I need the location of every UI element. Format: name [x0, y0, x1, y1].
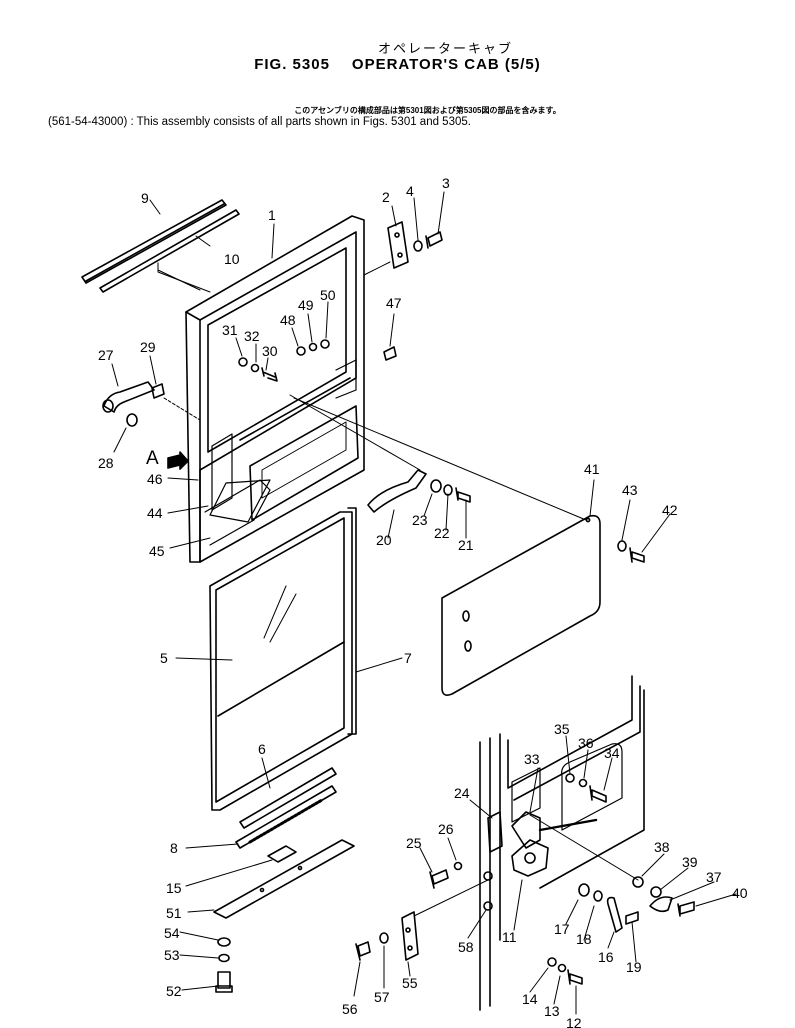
- callout-5: 5: [160, 650, 168, 666]
- callout-52: 52: [166, 983, 182, 999]
- callout-35: 35: [554, 721, 570, 737]
- callout-34: 34: [604, 745, 620, 761]
- weatherstrip-part-10: [99, 209, 240, 293]
- plate-part-55: [401, 911, 419, 961]
- rail-part-8: [235, 785, 337, 849]
- callout-labels: 9 10 1 2 4 3 27 29 28 31 32 30 48 49 50 …: [98, 175, 748, 1028]
- callout-6: 6: [258, 741, 266, 757]
- japanese-title: オペレーターキャブ: [377, 41, 513, 56]
- callout-55: 55: [402, 975, 418, 991]
- figure-title: FIG. 5305 OPERATOR'S CAB (5/5): [0, 56, 795, 73]
- callout-56: 56: [342, 1001, 358, 1017]
- callout-8: 8: [170, 840, 178, 856]
- callout-53: 53: [164, 947, 180, 963]
- glass-panel-part-41: [441, 514, 601, 696]
- callout-15: 15: [166, 880, 182, 896]
- callout-57: 57: [374, 989, 390, 1005]
- plate-part-51: [213, 839, 355, 919]
- callout-30: 30: [262, 343, 278, 359]
- callout-54: 54: [164, 925, 180, 941]
- callout-46: 46: [147, 471, 163, 487]
- callout-27: 27: [98, 347, 114, 363]
- callout-24: 24: [454, 785, 470, 801]
- callout-37: 37: [706, 869, 722, 885]
- callout-45: 45: [149, 543, 165, 559]
- callout-2: 2: [382, 189, 390, 205]
- callout-20: 20: [376, 532, 392, 548]
- callout-26: 26: [438, 821, 454, 837]
- rail-part-6: [239, 767, 337, 829]
- callout-58: 58: [458, 939, 474, 955]
- washer-part-4: [413, 240, 423, 252]
- callout-3: 3: [442, 175, 450, 191]
- callout-10: 10: [224, 251, 240, 267]
- bolt-part-3: [425, 231, 443, 249]
- callout-33: 33: [524, 751, 540, 767]
- callout-23: 23: [412, 512, 428, 528]
- window-glass-part-5: [209, 511, 353, 811]
- callout-51: 51: [166, 905, 182, 921]
- callout-16: 16: [598, 949, 614, 965]
- callout-29: 29: [140, 339, 156, 355]
- cap-part-28: [126, 413, 138, 427]
- lock-part-11: [511, 839, 549, 877]
- callout-42: 42: [662, 502, 678, 518]
- figure-number: FIG. 5305: [254, 56, 330, 73]
- callout-44: 44: [147, 505, 163, 521]
- callout-a: A: [146, 448, 159, 469]
- callout-47: 47: [386, 295, 402, 311]
- grip-part-20: [367, 469, 427, 513]
- view-a-arrow: [167, 451, 189, 470]
- handle-part-27: [103, 381, 155, 413]
- callout-12: 12: [566, 1015, 582, 1028]
- hinge-bracket-part-2: [387, 221, 409, 269]
- callout-39: 39: [682, 854, 698, 870]
- callout-1: 1: [268, 207, 276, 223]
- callout-9: 9: [141, 190, 149, 206]
- assembly-note: (561-54-43000) : This assembly consists …: [48, 116, 471, 128]
- callout-31: 31: [222, 322, 238, 338]
- callout-50: 50: [320, 287, 336, 303]
- callout-38: 38: [654, 839, 670, 855]
- callout-36: 36: [578, 735, 594, 751]
- plate-part-15: [267, 845, 297, 863]
- japanese-assembly-note: このアセンブリの構成部品は第5301図および第5305図の部品を含みます。: [294, 106, 561, 115]
- callout-32: 32: [244, 328, 260, 344]
- bushing-part-29: [151, 383, 165, 399]
- door-frame-part-1: [185, 215, 365, 563]
- callout-17: 17: [554, 921, 570, 937]
- callout-21: 21: [458, 537, 474, 553]
- callout-11: 11: [502, 929, 517, 945]
- callout-41: 41: [584, 461, 600, 477]
- callout-40: 40: [732, 885, 748, 901]
- callout-49: 49: [298, 297, 314, 313]
- callout-13: 13: [544, 1003, 560, 1019]
- callout-28: 28: [98, 455, 114, 471]
- seal-part-7: [347, 507, 357, 735]
- callout-48: 48: [280, 312, 296, 328]
- figure-name: OPERATOR'S CAB (5/5): [351, 56, 541, 73]
- knob-part-16: [606, 896, 623, 933]
- callout-7: 7: [404, 650, 412, 666]
- weatherstrip-part-9: [81, 199, 227, 284]
- callout-43: 43: [622, 482, 638, 498]
- callout-14: 14: [522, 991, 538, 1007]
- callout-22: 22: [434, 525, 450, 541]
- striker-part-24: [487, 811, 503, 853]
- callout-19: 19: [626, 959, 642, 975]
- callout-25: 25: [406, 835, 422, 851]
- callout-4: 4: [406, 183, 414, 199]
- callout-18: 18: [576, 931, 592, 947]
